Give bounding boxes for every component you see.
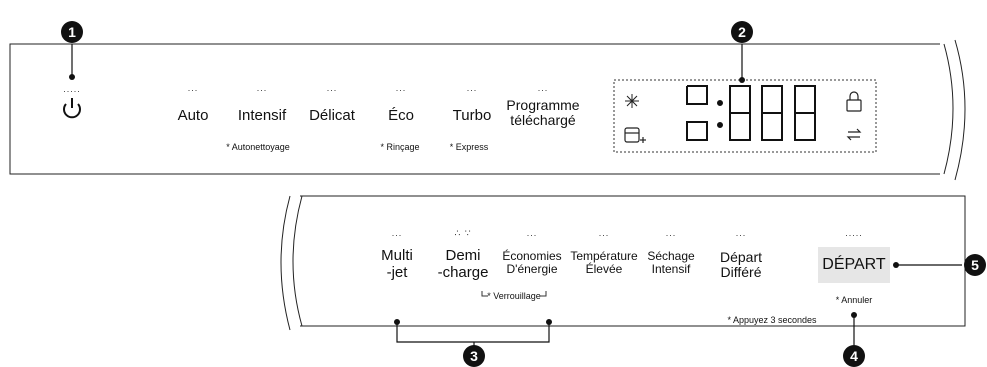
badge-2: 2: [731, 21, 753, 43]
program-dots: ...: [326, 83, 338, 93]
bottom-panel-curve-inner: [292, 195, 303, 327]
program-dots: ...: [187, 83, 199, 93]
option-dots: ...: [526, 228, 538, 238]
bottom-panel-curve-outer: [280, 195, 291, 331]
lock-bracket-left: [481, 291, 488, 297]
option-demicharge-button[interactable]: Demi -charge: [437, 247, 489, 281]
badge-3: 3: [463, 345, 485, 367]
rinse-aid-icon: [624, 127, 646, 143]
power-dots: .....: [63, 84, 81, 94]
program-intensif-note: * Autonettoyage: [226, 142, 290, 152]
program-turbo-note: * Express: [449, 142, 489, 152]
program-intensif-button[interactable]: Intensif: [237, 107, 287, 124]
badge-1: 1: [61, 21, 83, 43]
badge-4: 4: [843, 345, 865, 367]
top-panel-outline: [9, 43, 940, 175]
segment-display: [686, 85, 816, 141]
start-button[interactable]: DÉPART: [818, 247, 890, 283]
lock-bracket-right: [540, 291, 547, 297]
program-dots: ...: [395, 83, 407, 93]
option-dots: ...: [735, 228, 747, 238]
sparkle-icon: [625, 94, 639, 108]
lock-icon: [846, 91, 862, 112]
program-telecharge-button[interactable]: Programme téléchargé: [506, 97, 580, 129]
option-dots: ...: [665, 228, 677, 238]
wifi-icon: [846, 128, 862, 141]
program-auto-button[interactable]: Auto: [177, 107, 209, 124]
option-multijet-button[interactable]: Multi -jet: [381, 247, 413, 281]
option-temperature-button[interactable]: Température Élevée: [570, 249, 638, 277]
program-eco-note: * Rinçage: [380, 142, 420, 152]
program-dots: ...: [537, 83, 549, 93]
display-box: [613, 79, 877, 153]
lock-note: * Verrouillage: [487, 291, 541, 301]
option-dots: ...: [391, 228, 403, 238]
program-eco-button[interactable]: Éco: [388, 107, 414, 124]
option-economies-button[interactable]: Économies D'énergie: [502, 249, 562, 277]
option-depart-differe-button[interactable]: Départ Différé: [719, 249, 763, 281]
program-dots: ...: [256, 83, 268, 93]
power-icon: [63, 98, 81, 119]
cancel-note: * Annuler: [835, 295, 873, 305]
badge-5: 5: [964, 254, 986, 276]
top-panel-curve-outer: [954, 39, 966, 181]
option-dots: ...: [598, 228, 610, 238]
hold-note: * Appuyez 3 secondes: [727, 315, 817, 325]
program-delicat-button[interactable]: Délicat: [309, 107, 355, 124]
program-dots: ...: [466, 83, 478, 93]
option-sechage-button[interactable]: Séchage Intensif: [647, 249, 695, 277]
program-turbo-button[interactable]: Turbo: [452, 107, 492, 124]
option-dots: ∴ ∵: [454, 228, 472, 238]
start-dots: .....: [845, 228, 863, 238]
top-panel-curve-inner: [943, 43, 954, 175]
